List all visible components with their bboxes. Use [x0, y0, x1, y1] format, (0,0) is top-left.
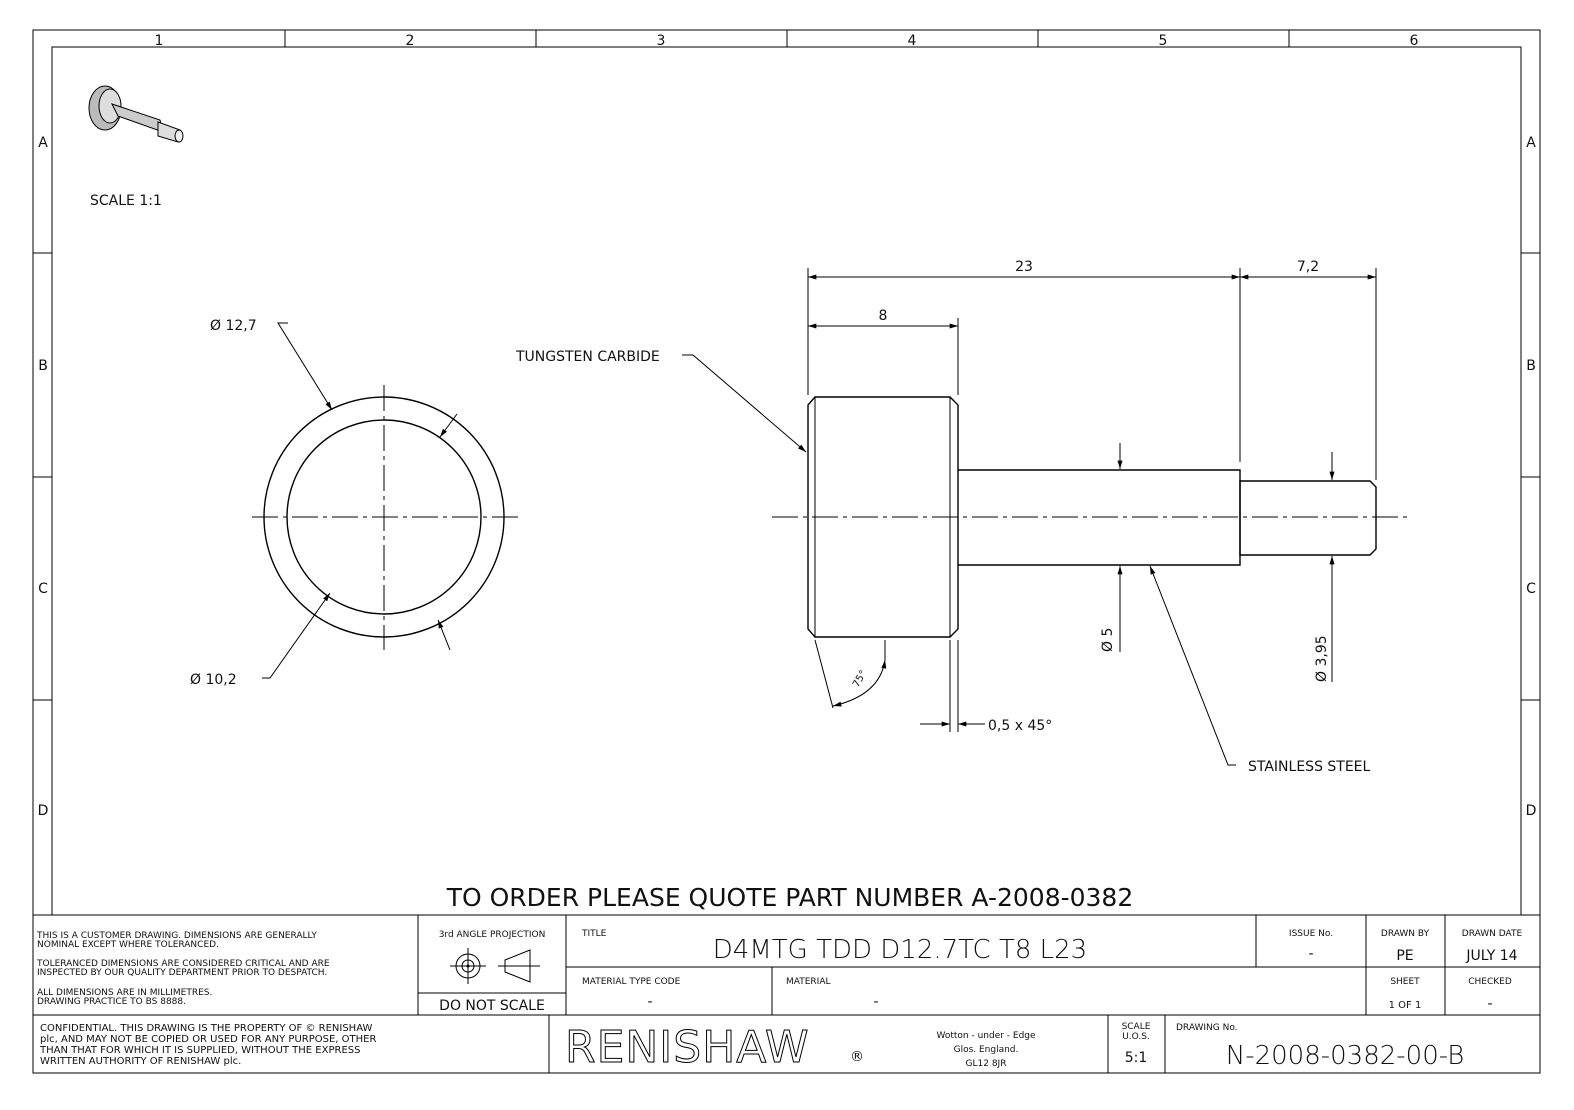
svg-text:MATERIAL TYPE CODE: MATERIAL TYPE CODE	[582, 977, 681, 987]
do-not-scale: DO NOT SCALE	[439, 998, 545, 1014]
svg-text:B: B	[38, 358, 48, 374]
svg-text:2: 2	[406, 33, 415, 49]
svg-text:CHECKED: CHECKED	[1468, 977, 1512, 987]
scale-value: 5:1	[1125, 1050, 1148, 1066]
svg-text:D: D	[1526, 803, 1537, 819]
shaft-material-label: STAINLESS STEEL	[1248, 759, 1371, 775]
inner-diameter-dim: Ø 10,2	[190, 672, 237, 688]
svg-text:D: D	[38, 803, 49, 819]
isometric-view: SCALE 1:1	[88, 85, 184, 209]
chamfer-dim: 0,5 x 45°	[988, 718, 1052, 734]
outer-diameter-dim: Ø 12,7	[210, 318, 257, 334]
drawing-number: N-2008-0382-00-B	[1226, 1041, 1465, 1071]
svg-text:A: A	[1526, 135, 1536, 151]
svg-text:Wotton - under - Edge: Wotton - under - Edge	[936, 1031, 1036, 1041]
svg-text:4: 4	[908, 33, 917, 49]
svg-text:TITLE: TITLE	[581, 929, 607, 939]
angle-dim: 75°	[851, 669, 869, 690]
svg-text:CONFIDENTIAL. THIS DRAWING IS: CONFIDENTIAL. THIS DRAWING IS THE PROPER…	[40, 1023, 373, 1034]
iso-scale-label: SCALE 1:1	[90, 193, 162, 209]
svg-text:C: C	[1526, 581, 1536, 597]
svg-text:-: -	[647, 994, 652, 1010]
third-angle-projection-symbol	[450, 948, 540, 984]
svg-text:SCALE: SCALE	[1122, 1022, 1151, 1032]
order-note: TO ORDER PLEASE QUOTE PART NUMBER A-2008…	[446, 883, 1134, 912]
head-length-dim: 8	[879, 308, 888, 324]
svg-text:-: -	[1487, 996, 1492, 1012]
svg-text:5: 5	[1159, 33, 1168, 49]
end-view: Ø 12,7 Ø 10,2	[190, 318, 518, 688]
overall-length-dim: 23	[1015, 259, 1033, 275]
title-block: THIS IS A CUSTOMER DRAWING. DIMENSIONS A…	[33, 914, 1540, 1074]
svg-text:GL12 8JR: GL12 8JR	[966, 1059, 1007, 1069]
svg-text:PE: PE	[1396, 948, 1413, 964]
svg-text:INSPECTED BY OUR QUALITY DEPAR: INSPECTED BY OUR QUALITY DEPARTMENT PRIO…	[37, 968, 327, 978]
shaft-diameter-dim: Ø 5	[1100, 628, 1116, 652]
grid-row-labels: A B C D A B C D	[38, 135, 1537, 819]
side-view: 23 7,2 8 TUNGSTEN CARBIDE Ø 5 Ø 3,95 STA…	[515, 259, 1410, 775]
projection-label: 3rd ANGLE PROJECTION	[439, 930, 546, 940]
grid-column-labels: 1 2 3 4 5 6	[155, 33, 1419, 49]
svg-text:SHEET: SHEET	[1390, 977, 1420, 987]
svg-text:DRAWING No.: DRAWING No.	[1176, 1023, 1238, 1033]
svg-text:DRAWING PRACTICE TO BS 8888.: DRAWING PRACTICE TO BS 8888.	[37, 997, 186, 1007]
svg-text:1 OF 1: 1 OF 1	[1389, 1000, 1422, 1011]
renishaw-logo: RENISHAW	[565, 1022, 809, 1073]
svg-text:Glos. England.: Glos. England.	[954, 1045, 1019, 1055]
drawing-frame	[32, 29, 1541, 1074]
svg-text:A: A	[38, 135, 48, 151]
svg-text:C: C	[38, 581, 48, 597]
registered-mark: ®	[850, 1049, 864, 1065]
svg-text:B: B	[1526, 358, 1536, 374]
svg-text:1: 1	[155, 33, 164, 49]
svg-text:JULY 14: JULY 14	[1465, 948, 1517, 964]
drawing-title: D4MTG TDD D12.7TC T8 L23	[713, 935, 1087, 965]
svg-text:WRITTEN AUTHORITY OF RENISHAW: WRITTEN AUTHORITY OF RENISHAW plc.	[40, 1056, 241, 1067]
svg-text:6: 6	[1410, 33, 1419, 49]
svg-text:ISSUE No.: ISSUE No.	[1289, 929, 1333, 939]
tip-diameter-dim: Ø 3,95	[1314, 635, 1330, 682]
svg-text:-: -	[873, 994, 878, 1010]
svg-text:-: -	[1308, 946, 1313, 962]
svg-text:THIS IS A CUSTOMER DRAWING. DI: THIS IS A CUSTOMER DRAWING. DIMENSIONS A…	[36, 931, 317, 941]
svg-text:DRAWN BY: DRAWN BY	[1381, 929, 1430, 939]
svg-text:plc, AND MAY NOT BE COPIED OR: plc, AND MAY NOT BE COPIED OR USED FOR A…	[40, 1034, 376, 1045]
svg-text:3: 3	[657, 33, 666, 49]
tip-length-dim: 7,2	[1297, 259, 1319, 275]
svg-text:NOMINAL EXCEPT WHERE TOLERANCE: NOMINAL EXCEPT WHERE TOLERANCED.	[37, 940, 219, 950]
svg-text:THAN THAT FOR WHICH IT IS SUPP: THAN THAT FOR WHICH IT IS SUPPLIED, WITH…	[39, 1045, 360, 1056]
svg-text:U.O.S.: U.O.S.	[1122, 1032, 1150, 1042]
confidentiality-notice: CONFIDENTIAL. THIS DRAWING IS THE PROPER…	[39, 1023, 376, 1067]
svg-text:TOLERANCED DIMENSIONS ARE CONS: TOLERANCED DIMENSIONS ARE CONSIDERED CRI…	[36, 959, 330, 969]
svg-text:DRAWN DATE: DRAWN DATE	[1462, 929, 1523, 939]
general-notes: THIS IS A CUSTOMER DRAWING. DIMENSIONS A…	[36, 931, 330, 1007]
head-material-label: TUNGSTEN CARBIDE	[515, 349, 660, 365]
svg-text:MATERIAL: MATERIAL	[786, 977, 831, 987]
svg-text:ALL DIMENSIONS ARE IN MILLIMET: ALL DIMENSIONS ARE IN MILLIMETRES.	[37, 988, 212, 998]
